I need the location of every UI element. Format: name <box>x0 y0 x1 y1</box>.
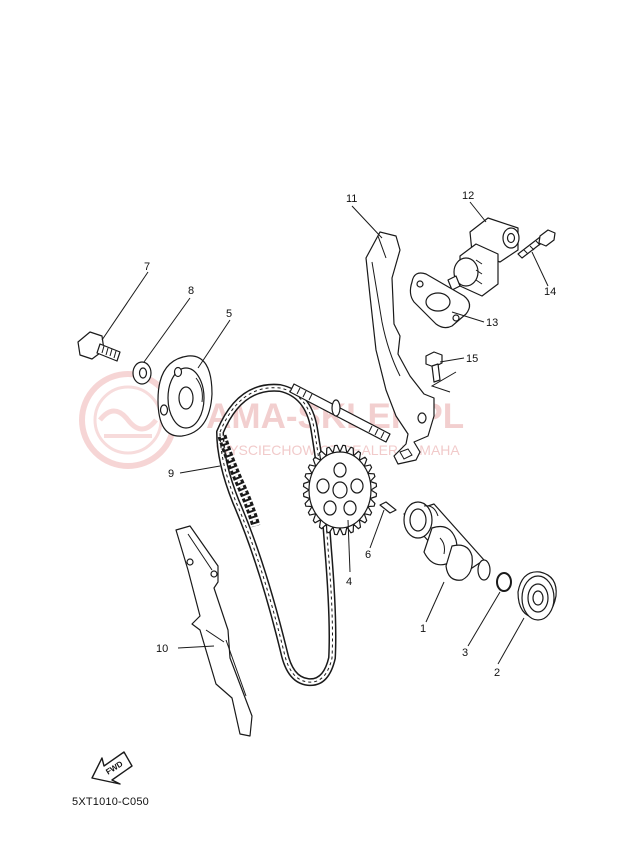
callout-4: 4 <box>346 576 352 588</box>
tensioner-part-12 <box>447 217 520 297</box>
callout-11: 11 <box>346 193 357 205</box>
callouts: 7 8 5 9 10 11 12 14 13 15 4 6 1 3 2 <box>144 190 556 679</box>
callout-15: 15 <box>466 353 478 365</box>
chain-guide-part-10 <box>175 525 253 737</box>
callout-10: 10 <box>156 643 168 655</box>
callout-12: 12 <box>462 190 474 202</box>
plate-part-5 <box>157 355 213 437</box>
callout-2: 2 <box>494 667 500 679</box>
callout-6: 6 <box>365 549 371 561</box>
bolt-part-14 <box>517 229 556 259</box>
callout-1: 1 <box>420 623 426 635</box>
tensioner-guide-part-11 <box>365 231 435 465</box>
callout-7: 7 <box>144 261 150 273</box>
pin-part-6 <box>379 501 397 514</box>
camshaft-part-1 <box>403 501 491 581</box>
gasket-part-13 <box>409 272 471 329</box>
callout-14: 14 <box>544 286 556 298</box>
bolt-part-7 <box>77 331 121 362</box>
callout-9: 9 <box>168 468 174 480</box>
fwd-arrow-icon: FWD <box>91 751 133 785</box>
bolt-part-15 <box>425 351 443 383</box>
circlip-part-3 <box>496 572 512 592</box>
callout-13: 13 <box>486 317 498 329</box>
shaft <box>289 383 391 443</box>
leader-lines <box>101 201 549 665</box>
callout-8: 8 <box>188 285 194 297</box>
sprocket-part-4 <box>302 444 378 536</box>
diagram-code: 5XT1010-C050 <box>72 796 150 808</box>
callout-5: 5 <box>226 308 232 320</box>
washer-part-8 <box>132 361 152 385</box>
callout-3: 3 <box>462 647 468 659</box>
bearing-part-2 <box>517 571 557 621</box>
